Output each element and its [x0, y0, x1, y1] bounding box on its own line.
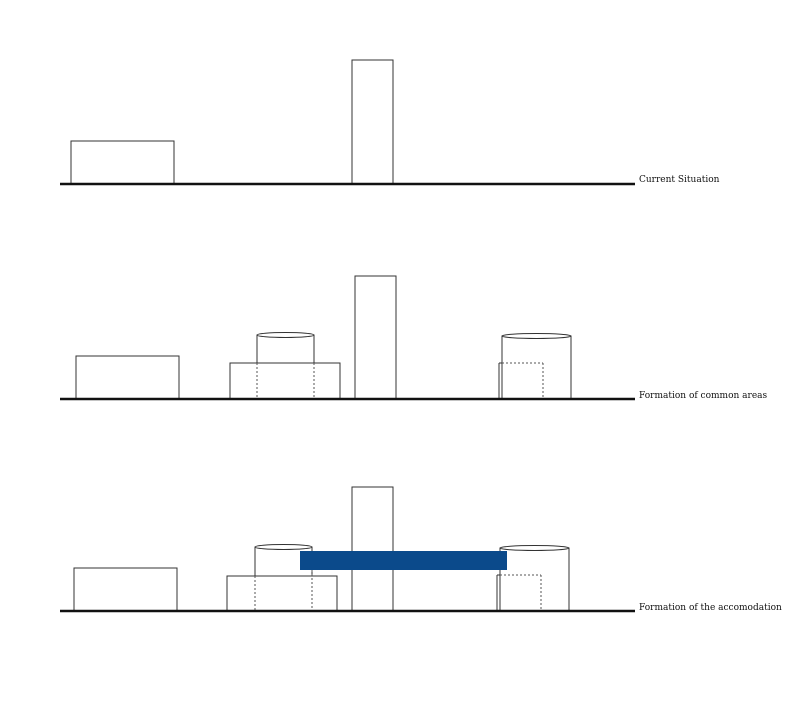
low-building [75, 355, 180, 400]
cylinder-top-right [499, 545, 570, 551]
low-building [70, 140, 175, 185]
low-building [73, 567, 178, 612]
tower-building [351, 59, 394, 185]
cylinder-top [256, 332, 315, 338]
stage-common-areas: Formation of common areas [60, 275, 768, 401]
stage-current-situation: Current Situation [60, 59, 720, 186]
podium-volume [226, 575, 338, 612]
cylinder-volume-right [501, 335, 572, 400]
cylinder-top [254, 544, 313, 550]
podium-volume [229, 362, 341, 400]
cylinder-top-right [501, 333, 572, 339]
stage-label-current: Current Situation [639, 175, 720, 185]
tower-building [351, 486, 394, 612]
stage-accommodation: Formation of the accomodation [60, 486, 782, 613]
cylinder-volume-right [499, 547, 570, 612]
accommodation-block [300, 551, 507, 570]
tower-building [354, 275, 397, 400]
stage-label-common: Formation of common areas [639, 391, 768, 401]
stage-label-accommodation: Formation of the accomodation [639, 603, 782, 613]
